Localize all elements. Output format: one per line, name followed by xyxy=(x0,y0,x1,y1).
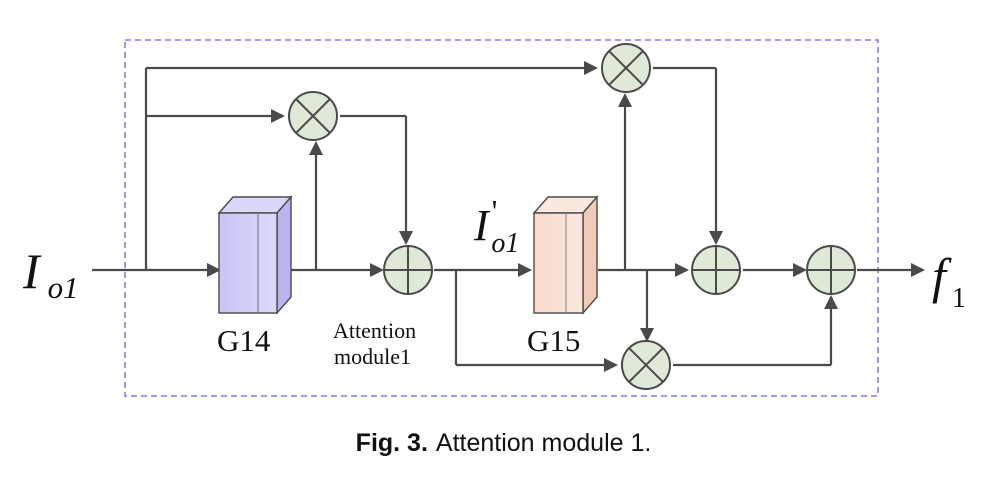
figure-caption: Fig. 3.Attention module 1. xyxy=(0,431,1007,456)
multiply-x-line-2 xyxy=(608,50,644,86)
multiply-operator-top-right xyxy=(601,43,651,93)
multiply-operator-bottom xyxy=(621,340,671,390)
output-label: f 1 xyxy=(932,248,966,314)
figure-caption-text: Attention module 1. xyxy=(435,429,652,457)
output-label-subscript: 1 xyxy=(952,283,966,314)
multiply-x-line-2 xyxy=(295,98,331,134)
input-label-subscript: o1 xyxy=(48,270,79,305)
intermediate-label-base: I xyxy=(473,201,491,250)
g14-block xyxy=(217,195,293,315)
attention-module-label-line-2: module1 xyxy=(334,344,411,369)
g14-label: G14 xyxy=(217,323,271,358)
output-label-base: f xyxy=(932,248,952,304)
add-operator-middle xyxy=(691,245,741,295)
g14-side-face xyxy=(276,195,292,315)
intermediate-label-subscript: o1 xyxy=(491,228,519,259)
main-flow-lines xyxy=(92,61,925,372)
input-label-base: I xyxy=(22,243,42,299)
add-operator-final xyxy=(806,245,856,295)
g14-front-face xyxy=(218,212,278,314)
intermediate-label: I ' o1 xyxy=(473,193,519,259)
attention-module-boundary xyxy=(124,39,879,397)
g15-label: G15 xyxy=(527,323,580,358)
g15-side-face xyxy=(582,195,598,315)
intermediate-label-prime: ' xyxy=(492,193,498,229)
add-operator-first xyxy=(383,245,433,295)
figure-caption-label: Fig. 3. xyxy=(355,429,428,457)
input-label: I o1 xyxy=(22,243,79,305)
g15-block xyxy=(532,195,599,315)
attention-module-label-line-1: Attention xyxy=(333,318,416,343)
g15-front-face xyxy=(533,212,584,314)
multiply-operator-top-left xyxy=(288,91,338,141)
multiply-x-line-2 xyxy=(628,347,664,383)
